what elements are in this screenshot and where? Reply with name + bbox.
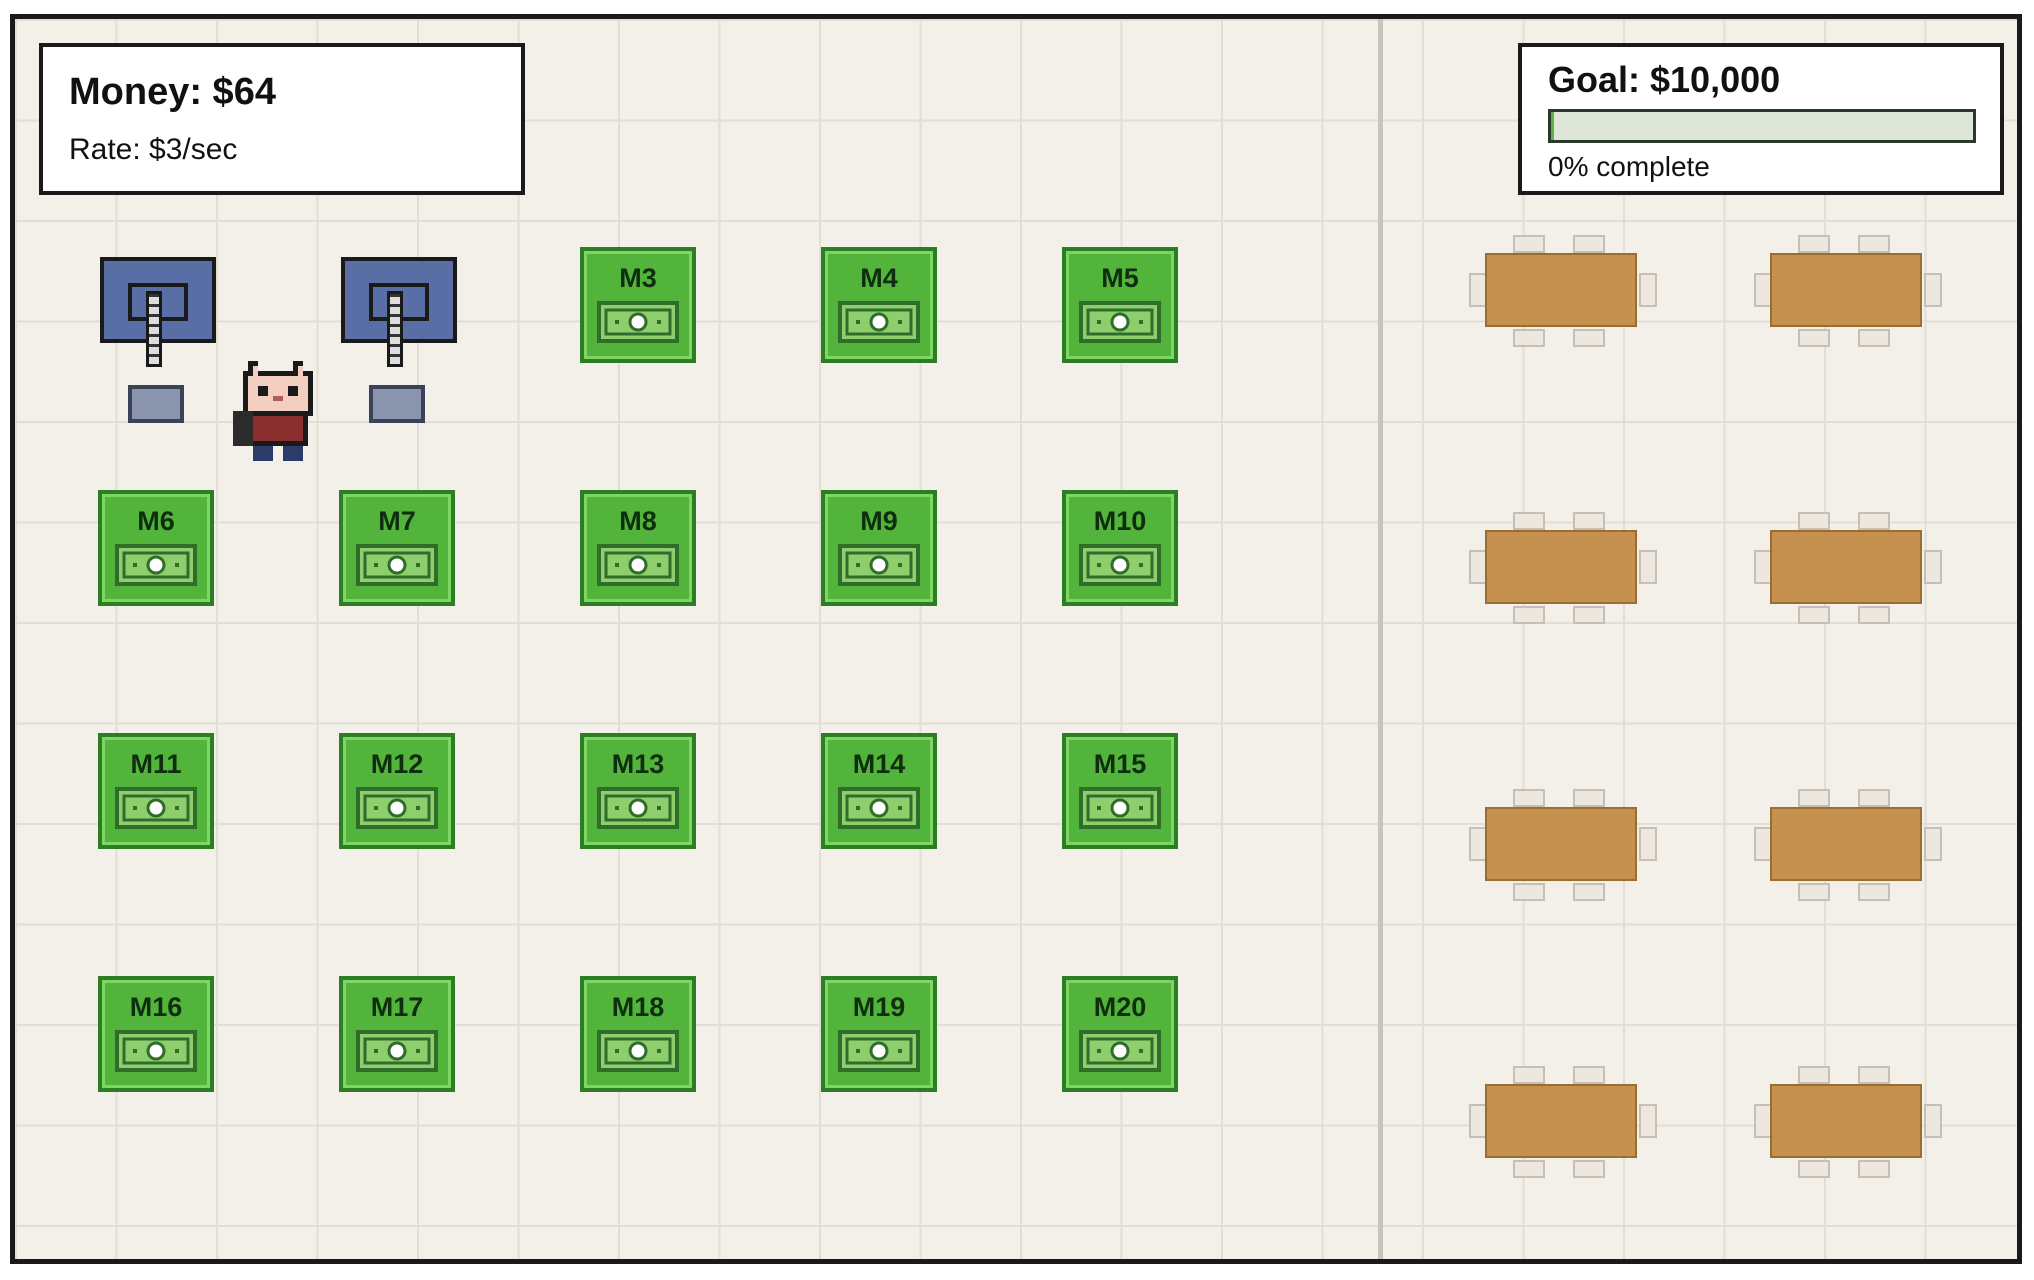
money-machine-m12[interactable]: M12 xyxy=(339,733,455,849)
dining-table-icon xyxy=(1463,506,1663,630)
money-machine-m3[interactable]: M3 xyxy=(580,247,696,363)
machine-label: M13 xyxy=(611,749,665,779)
machine-label: M12 xyxy=(370,749,424,779)
terminal-pad[interactable] xyxy=(369,385,425,423)
money-bill-icon xyxy=(356,1030,438,1072)
money-machine-m4[interactable]: M4 xyxy=(821,247,937,363)
money-bill-icon xyxy=(115,787,197,829)
machine-label: M15 xyxy=(1093,749,1147,779)
money-machine-m15[interactable]: M15 xyxy=(1062,733,1178,849)
money-bill-icon xyxy=(597,544,679,586)
goal-label: Goal: $10,000 xyxy=(1548,59,1781,100)
machine-label: M19 xyxy=(852,992,906,1022)
money-machine-m8[interactable]: M8 xyxy=(580,490,696,606)
dining-table-icon xyxy=(1748,506,1948,630)
rate-label: Rate: $3/sec xyxy=(69,133,238,166)
money-label: Money: $64 xyxy=(69,71,276,113)
goal-progress-bar xyxy=(1548,109,1976,143)
money-machine-m19[interactable]: M19 xyxy=(821,976,937,1092)
money-machine-m17[interactable]: M17 xyxy=(339,976,455,1092)
money-bill-icon xyxy=(115,544,197,586)
dining-table-icon xyxy=(1748,1060,1948,1184)
machine-label: M17 xyxy=(370,992,424,1022)
machine-label: M11 xyxy=(130,749,182,779)
dining-table-icon xyxy=(1748,229,1948,353)
machine-label: M5 xyxy=(1101,263,1139,293)
terminal-1[interactable] xyxy=(100,257,216,427)
cat-character-icon[interactable] xyxy=(233,361,323,461)
money-machine-m20[interactable]: M20 xyxy=(1062,976,1178,1092)
dining-table-icon xyxy=(1463,229,1663,353)
machine-label: M20 xyxy=(1093,992,1147,1022)
money-machine-m11[interactable]: M11 xyxy=(98,733,214,849)
terminal-cable xyxy=(387,291,403,367)
game-board[interactable]: Money: $64 Rate: $3/sec Goal: $10,000 0%… xyxy=(10,14,2022,1264)
machine-label: M14 xyxy=(852,749,906,779)
machine-label: M4 xyxy=(860,263,898,293)
money-machine-m7[interactable]: M7 xyxy=(339,490,455,606)
money-machine-m14[interactable]: M14 xyxy=(821,733,937,849)
money-bill-icon xyxy=(1079,1030,1161,1072)
money-panel: Money: $64 Rate: $3/sec xyxy=(39,43,525,195)
machine-label: M18 xyxy=(611,992,665,1022)
machine-label: M7 xyxy=(378,506,416,536)
money-bill-icon xyxy=(838,301,920,343)
money-machine-m10[interactable]: M10 xyxy=(1062,490,1178,606)
money-bill-icon xyxy=(838,1030,920,1072)
money-bill-icon xyxy=(597,301,679,343)
machine-label: M16 xyxy=(129,992,183,1022)
money-bill-icon xyxy=(838,544,920,586)
money-bill-icon xyxy=(1079,787,1161,829)
area-divider xyxy=(1378,19,1383,1259)
goal-panel: Goal: $10,000 0% complete xyxy=(1518,43,2004,195)
machine-label: M9 xyxy=(860,506,898,536)
money-bill-icon xyxy=(356,787,438,829)
money-machine-m13[interactable]: M13 xyxy=(580,733,696,849)
money-machine-m5[interactable]: M5 xyxy=(1062,247,1178,363)
dining-table-icon xyxy=(1463,783,1663,907)
money-machine-m16[interactable]: M16 xyxy=(98,976,214,1092)
dining-table-icon xyxy=(1748,783,1948,907)
money-bill-icon xyxy=(838,787,920,829)
money-bill-icon xyxy=(115,1030,197,1072)
money-bill-icon xyxy=(1079,301,1161,343)
terminal-cable xyxy=(146,291,162,367)
money-bill-icon xyxy=(356,544,438,586)
machine-label: M10 xyxy=(1093,506,1147,536)
terminal-pad[interactable] xyxy=(128,385,184,423)
goal-progress-fill xyxy=(1551,112,1554,140)
dining-table-icon xyxy=(1463,1060,1663,1184)
terminal-screen xyxy=(341,257,457,343)
terminal-2[interactable] xyxy=(341,257,457,427)
money-machine-m18[interactable]: M18 xyxy=(580,976,696,1092)
machine-label: M6 xyxy=(137,506,175,536)
money-bill-icon xyxy=(597,787,679,829)
money-bill-icon xyxy=(597,1030,679,1072)
money-bill-icon xyxy=(1079,544,1161,586)
goal-progress-text: 0% complete xyxy=(1548,151,1710,182)
money-machine-m6[interactable]: M6 xyxy=(98,490,214,606)
money-machine-m9[interactable]: M9 xyxy=(821,490,937,606)
machine-label: M3 xyxy=(619,263,657,293)
machine-label: M8 xyxy=(619,506,657,536)
